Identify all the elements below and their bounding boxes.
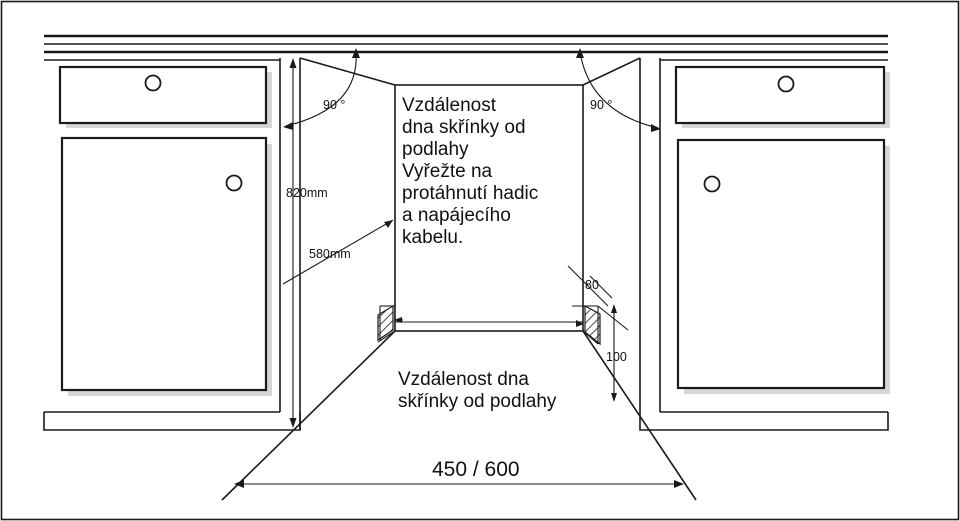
- left-door-knob: [225, 174, 243, 192]
- dimension-width: [234, 480, 684, 488]
- left-drawer-panel: [58, 65, 268, 125]
- dimension-80: [567, 265, 613, 307]
- label-80: 80: [585, 278, 599, 292]
- note-back-panel: Vzdálenost dna skřínky od podlahy Vyřežt…: [402, 95, 538, 248]
- left-drawer-knob: [144, 74, 162, 92]
- note-back-line-3: podlahy: [402, 139, 469, 160]
- label-width: 450 / 600: [432, 458, 520, 481]
- back-panel: [394, 84, 584, 332]
- note-back-line-7: kabelu.: [402, 227, 463, 248]
- label-angle-left: 90 °: [323, 98, 345, 112]
- right-door-knob: [703, 175, 721, 193]
- dimension-820: [289, 58, 297, 428]
- label-angle-right: 90 °: [590, 98, 612, 112]
- note-floor-line-2: skřínky od podlahy: [398, 391, 557, 412]
- right-drawer-panel: [674, 65, 886, 125]
- label-580mm: 580mm: [309, 247, 351, 261]
- note-back-line-4: Vyřežte na: [402, 161, 493, 182]
- countertop: [44, 34, 888, 54]
- left-cabinet: [43, 58, 301, 431]
- label-100: 100: [606, 350, 627, 364]
- note-floor-line-1: Vzdálenost dna: [398, 369, 529, 390]
- note-back-line-6: a napájecího: [402, 205, 511, 226]
- angle-left: [283, 48, 360, 130]
- note-back-line-2: dna skřínky od: [402, 117, 526, 138]
- dimension-580: [282, 219, 394, 285]
- right-cabinet: [639, 58, 890, 431]
- dimension-100: [597, 304, 629, 402]
- right-drawer-knob: [777, 75, 795, 93]
- angle-right: [576, 48, 661, 132]
- right-plinth-hatch: [584, 305, 601, 346]
- note-back-line-1: Vzdálenost: [402, 95, 497, 116]
- note-floor: Vzdálenost dna skřínky od podlahy: [398, 369, 557, 412]
- left-plinth-hatch: [377, 304, 394, 342]
- note-back-line-5: protáhnutí hadic: [402, 183, 538, 204]
- label-820mm: 820mm: [286, 186, 328, 200]
